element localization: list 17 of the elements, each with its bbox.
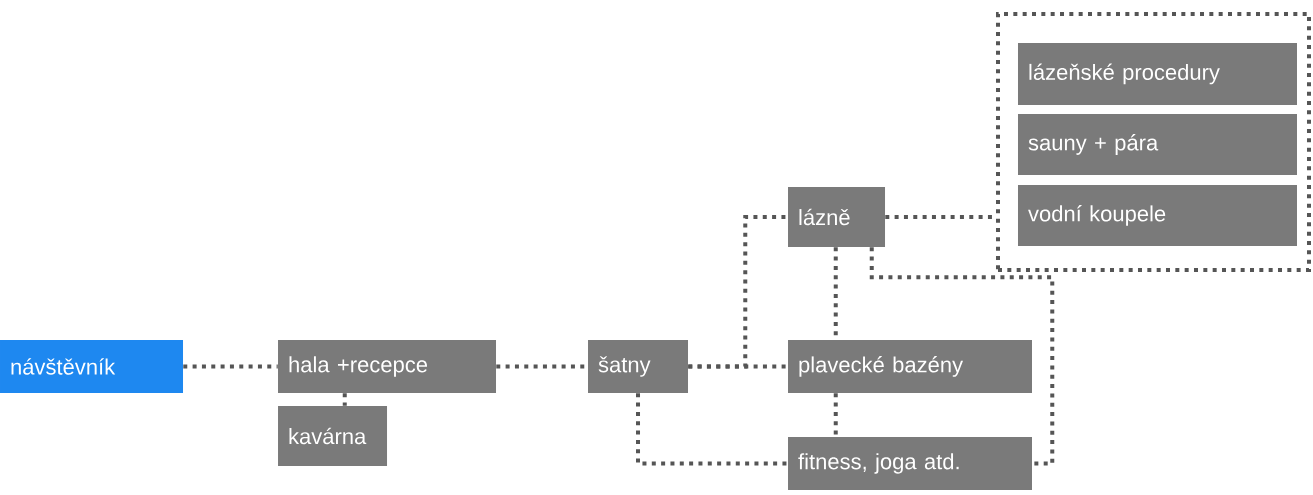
process-box: vodní koupele (1018, 185, 1297, 246)
process-box: hala +recepce (278, 340, 496, 393)
process-box: kavárna (278, 406, 387, 466)
dotted-connector (869, 247, 1055, 466)
process-box: šatny (588, 340, 688, 393)
dotted-connector (688, 215, 788, 369)
dotted-connector (833, 393, 838, 437)
dotted-connector (636, 393, 788, 466)
process-box: lázeňské procedury (1018, 43, 1297, 105)
process-box: návštěvník (0, 340, 183, 393)
group-frame (996, 12, 1311, 272)
process-box: sauny + pára (1018, 114, 1297, 175)
dotted-connector (342, 393, 347, 406)
process-box: lázně (788, 187, 885, 247)
process-box: fitness, joga atd. (788, 437, 1032, 490)
process-box: plavecké bazény (788, 340, 1032, 393)
dotted-connector (183, 364, 278, 369)
